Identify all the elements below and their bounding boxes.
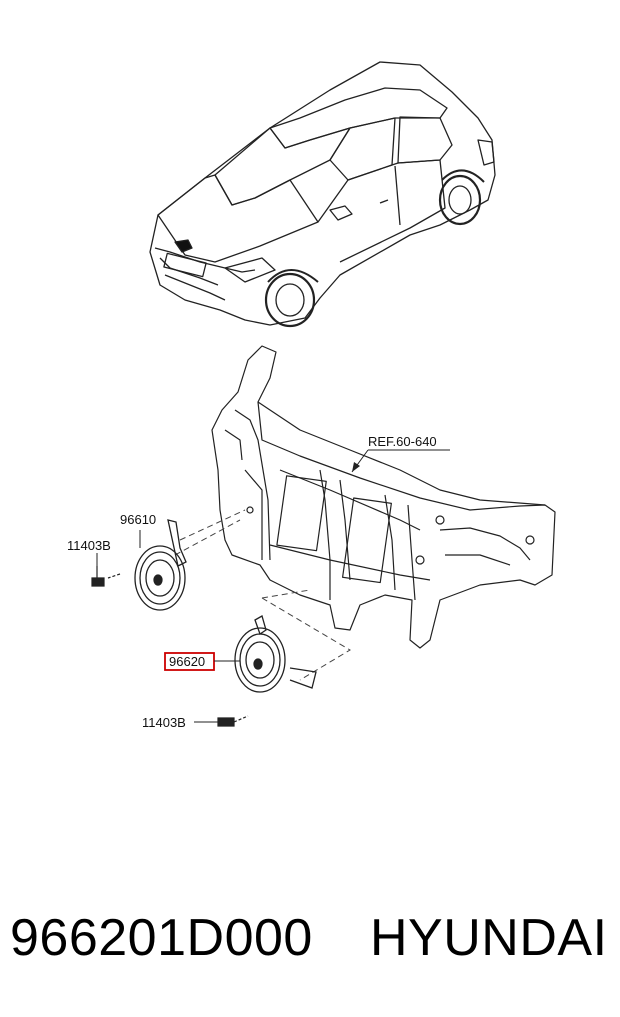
callout-bolt-upper: 11403B: [67, 538, 111, 566]
ref-leader: REF.60-640: [351, 434, 450, 473]
callout-horn-low-label: 96610: [120, 512, 156, 527]
bolt-upper-illustration: [91, 566, 121, 587]
parts-diagram: REF.60-640 96610 11: [67, 61, 556, 730]
brand-name: HYUNDAI: [370, 909, 608, 967]
mounting-guides: [174, 509, 351, 681]
horn-low-illustration: [134, 519, 187, 611]
ref-label: REF.60-640: [368, 434, 437, 449]
callout-horn-high-label: 96620: [169, 654, 205, 669]
callout-bolt-lower-label: 11403B: [142, 715, 186, 730]
horn-high-illustration: [234, 615, 317, 693]
callout-horn-high[interactable]: 96620: [164, 652, 240, 671]
bolt-lower-illustration: [217, 715, 249, 727]
car-illustration: [149, 61, 496, 328]
callout-bolt-lower: 11403B: [142, 715, 218, 730]
callout-bolt-upper-label: 11403B: [67, 538, 111, 553]
callout-horn-low: 96610: [120, 512, 156, 548]
part-number: 966201D000: [10, 909, 313, 967]
front-carrier-panel: [211, 345, 556, 649]
